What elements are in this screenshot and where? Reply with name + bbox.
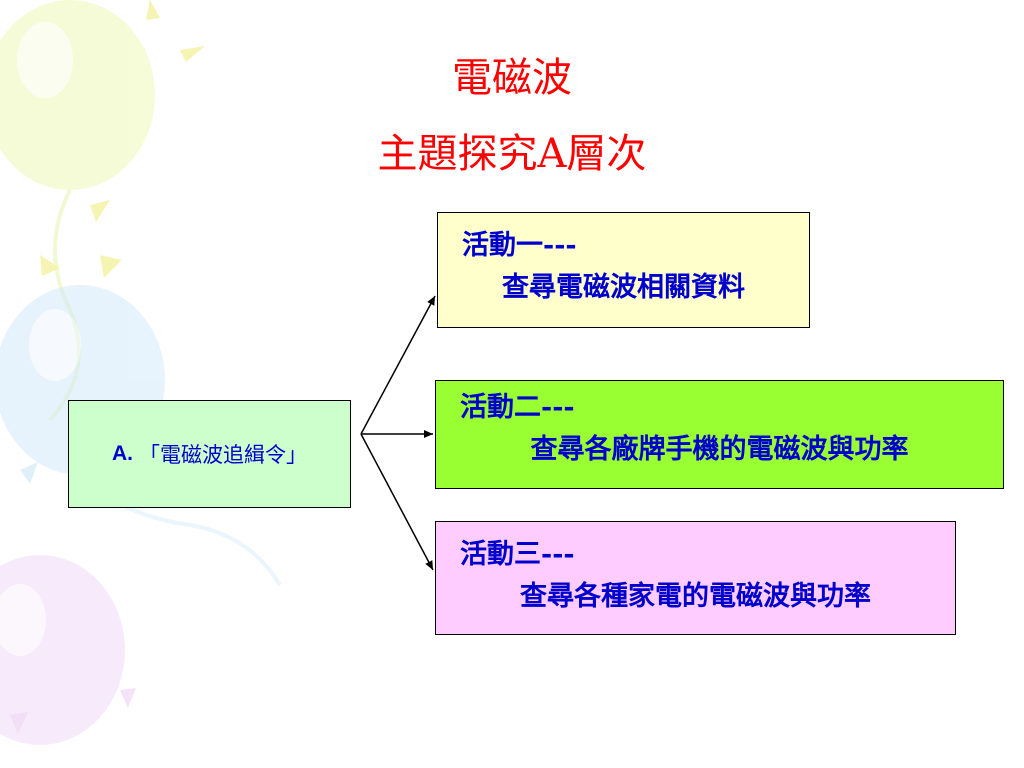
source-node-label: 「電磁波追緝令」 <box>139 443 307 467</box>
activity-1-description: 查尋電磁波相關資料 <box>502 272 745 303</box>
source-node: A. 「電磁波追緝令」 <box>68 400 351 508</box>
balloon-purple-icon <box>0 555 125 745</box>
activity-3-heading: 活動三--- <box>460 539 575 570</box>
activity-node-3: 活動三--- 查尋各種家電的電磁波與功率 <box>435 521 956 635</box>
activity-node-2: 活動二--- 查尋各廠牌手機的電磁波與功率 <box>435 380 1004 489</box>
activity-1-heading: 活動一--- <box>462 230 577 261</box>
activity-node-1: 活動一--- 查尋電磁波相關資料 <box>437 212 810 328</box>
activity-2-heading: 活動二--- <box>460 392 575 423</box>
source-node-prefix: A. <box>112 442 133 465</box>
slide-subtitle: 主題探究A層次 <box>377 131 647 177</box>
sparkle-purple-icon <box>10 688 136 734</box>
arrow-to-activity-1 <box>360 295 436 435</box>
sparkle-icon <box>40 0 205 278</box>
activity-2-description: 查尋各廠牌手機的電磁波與功率 <box>530 434 909 465</box>
slide-title: 電磁波 <box>452 55 572 101</box>
activity-3-description: 查尋各種家電的電磁波與功率 <box>520 581 871 612</box>
arrow-to-activity-3 <box>360 433 434 571</box>
balloon-yellow-icon <box>0 0 155 422</box>
